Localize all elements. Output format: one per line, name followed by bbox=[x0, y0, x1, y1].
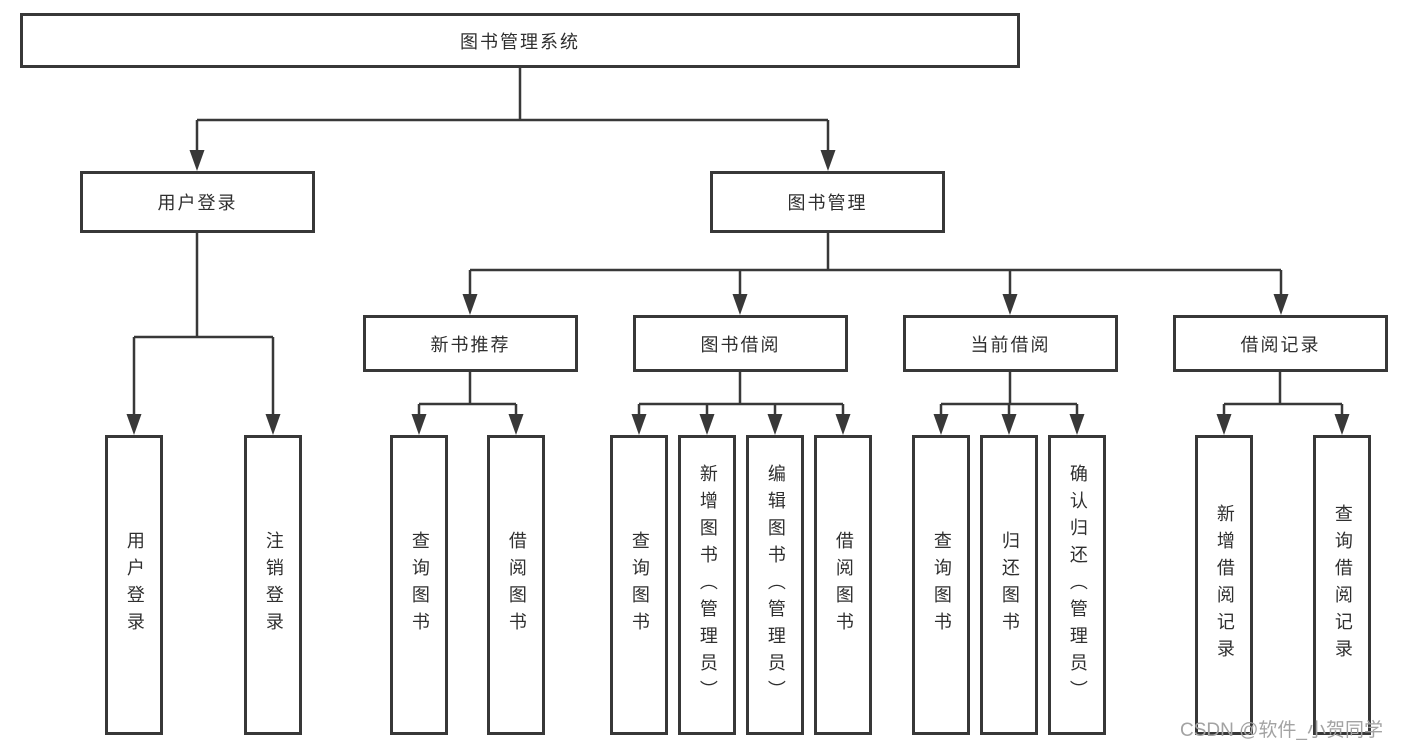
node-label: 确认归还（管理员） bbox=[1067, 463, 1088, 707]
node-label: 图书管理 bbox=[787, 193, 868, 213]
watermark-text: CSDN @软件_小贺同学 bbox=[1180, 720, 1383, 741]
node-label: 查询图书 bbox=[629, 531, 650, 639]
node-label: 用户登录 bbox=[157, 193, 238, 213]
node-label: 新书推荐 bbox=[430, 334, 511, 355]
node-query-books-borrow: 查询图书 bbox=[610, 435, 668, 735]
node-label: 用户登录 bbox=[124, 531, 145, 639]
node-label: 借阅记录 bbox=[1240, 334, 1321, 355]
connector-lines bbox=[132, 68, 1344, 417]
node-query-borrow-record: 查询借阅记录 bbox=[1313, 435, 1371, 735]
node-label: 查询图书 bbox=[931, 531, 952, 639]
node-label: 查询借阅记录 bbox=[1332, 504, 1353, 666]
node-book-borrow: 图书借阅 bbox=[633, 315, 848, 372]
node-query-books-current: 查询图书 bbox=[912, 435, 970, 735]
node-book-management: 图书管理 bbox=[710, 171, 945, 233]
node-new-book-recommend: 新书推荐 bbox=[363, 315, 578, 372]
node-user-login-action: 用户登录 bbox=[105, 435, 163, 735]
node-label: 新增图书（管理员） bbox=[697, 463, 718, 707]
node-return-book: 归还图书 bbox=[980, 435, 1038, 735]
node-label: 图书借阅 bbox=[700, 334, 781, 355]
node-label: 新增借阅记录 bbox=[1214, 504, 1235, 666]
node-label: 图书管理系统 bbox=[460, 31, 580, 52]
node-current-borrow: 当前借阅 bbox=[903, 315, 1118, 372]
node-library-system: 图书管理系统 bbox=[20, 13, 1020, 68]
node-borrow-books-action: 借阅图书 bbox=[814, 435, 872, 735]
connector-arrowheads bbox=[126, 150, 1350, 435]
node-add-book-admin: 新增图书（管理员） bbox=[678, 435, 736, 735]
node-user-login: 用户登录 bbox=[80, 171, 315, 233]
node-add-borrow-record: 新增借阅记录 bbox=[1195, 435, 1253, 735]
node-label: 归还图书 bbox=[999, 531, 1020, 639]
node-label: 注销登录 bbox=[263, 531, 284, 639]
node-label: 借阅图书 bbox=[833, 531, 854, 639]
node-label: 编辑图书（管理员） bbox=[765, 463, 786, 707]
node-label: 当前借阅 bbox=[970, 334, 1051, 355]
node-query-books-recommend: 查询图书 bbox=[390, 435, 448, 735]
node-label: 查询图书 bbox=[409, 531, 430, 639]
node-borrow-books-recommend: 借阅图书 bbox=[487, 435, 545, 735]
node-logout-action: 注销登录 bbox=[244, 435, 302, 735]
node-edit-book-admin: 编辑图书（管理员） bbox=[746, 435, 804, 735]
node-confirm-return-admin: 确认归还（管理员） bbox=[1048, 435, 1106, 735]
node-label: 借阅图书 bbox=[506, 531, 527, 639]
node-borrow-record: 借阅记录 bbox=[1173, 315, 1388, 372]
